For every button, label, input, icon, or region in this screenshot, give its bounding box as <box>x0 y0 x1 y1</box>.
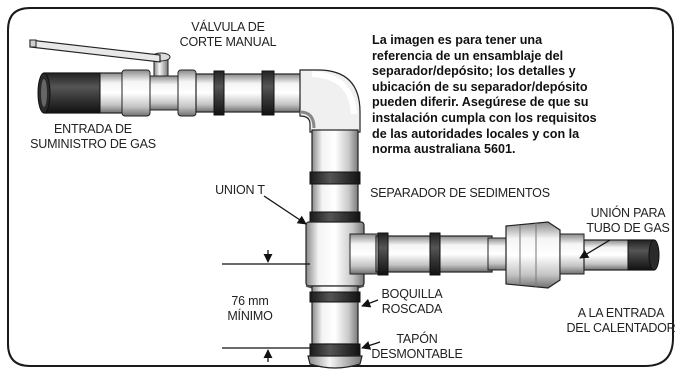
nipple-label: BOQUILLA ROSCADA <box>381 287 443 316</box>
vertical-pipe-upper <box>309 129 361 225</box>
note-line: pueden diferir. Asegúrese de que su <box>372 95 589 110</box>
note-line: referencia de un ensamblaje del <box>372 48 564 63</box>
nipple-leader <box>361 298 379 308</box>
dimension-marker <box>222 250 310 362</box>
cap-label: TAPÓN DESMONTABLE <box>371 332 463 361</box>
note-line: de las autoridades locales y con la <box>372 126 580 141</box>
note-line: ubicación de su separador/depósito <box>372 79 588 94</box>
note-line: norma australiana 5601. <box>372 142 516 157</box>
sediment-trap-label: SEPARADOR DE SEDIMENTOS <box>370 186 550 200</box>
union-leader <box>579 239 611 259</box>
upper-pipe <box>195 70 317 116</box>
note-line: separador/depósito; los detalles y <box>372 64 576 79</box>
dimension-label: 76 mm MÍNIMO <box>227 294 273 323</box>
elbow-fitting <box>299 69 361 133</box>
tee-fitting <box>305 221 379 292</box>
gas-union <box>487 221 585 289</box>
valve-label: VÁLVULA DE CORTE MANUAL <box>179 20 277 49</box>
note-line: instalación cumpla con los requisitos <box>372 110 597 125</box>
removable-cap <box>307 343 363 369</box>
tee-label: UNION T <box>215 183 265 197</box>
note-line: La imagen es para tener una <box>372 33 543 47</box>
tee-leader <box>263 195 307 225</box>
disclaimer-note: La imagen es para tener una referencia d… <box>372 33 672 158</box>
outlet-pipe <box>375 232 493 276</box>
manual-shutoff-valve <box>29 39 197 117</box>
leader-lines <box>263 195 611 350</box>
gas-inlet-label: ENTRADA DE SUMINISTRO DE GAS <box>30 122 156 151</box>
union-label: UNIÓN PARA TUBO DE GAS <box>586 206 670 235</box>
threaded-nipple <box>309 285 361 345</box>
heater-inlet-label: A LA ENTRADA DEL CALENTADOR <box>566 306 676 335</box>
heater-inlet-pipe <box>583 239 660 271</box>
gas-inlet-pipe <box>37 72 125 114</box>
cap-leader <box>361 341 381 350</box>
